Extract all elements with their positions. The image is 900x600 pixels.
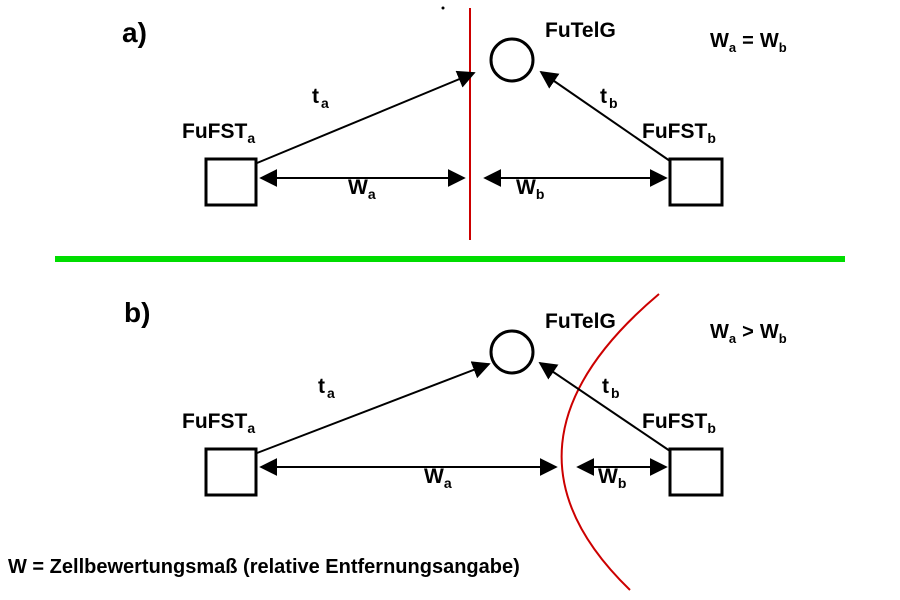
link-arrow-ta-b xyxy=(256,361,491,454)
dist-right-b-base: W xyxy=(598,465,618,488)
time-left-b-base: t xyxy=(318,375,325,398)
station-right-a-sub: b xyxy=(707,130,716,146)
link-arrow-ta-a xyxy=(256,70,476,164)
station-left-a-sub: a xyxy=(247,130,255,146)
relation-b-rhs-sub: b xyxy=(779,331,787,346)
time-left-a-sub: a xyxy=(321,95,329,111)
cell-boundary-curve-b xyxy=(560,293,660,591)
dist-right-a-sub: b xyxy=(536,186,545,202)
dist-left-a-sub: a xyxy=(368,186,376,202)
station-left-label-b: FuFSTa xyxy=(182,410,255,436)
time-right-b-sub: b xyxy=(611,385,620,401)
relation-b-lhs-base: W xyxy=(710,321,729,343)
station-left-b-base: FuFST xyxy=(182,410,247,433)
dist-right-label-a: Wb xyxy=(516,176,544,202)
dist-left-label-a: Wa xyxy=(348,176,376,202)
base-station-right-box-a xyxy=(668,157,724,207)
mobile-label-b: FuTelG xyxy=(545,310,616,333)
mobile-label-a: FuTelG xyxy=(545,19,616,42)
mobile-label-b-text: FuTelG xyxy=(545,310,616,333)
station-left-b-sub: a xyxy=(247,420,255,436)
dist-right-b-sub: b xyxy=(618,475,627,491)
base-station-left-box-a xyxy=(204,157,258,207)
link-arrow-tb-a xyxy=(539,70,671,162)
station-left-a-base: FuFST xyxy=(182,120,247,143)
station-left-label-a: FuFSTa xyxy=(182,120,255,146)
time-right-b-base: t xyxy=(602,375,609,398)
time-right-a-base: t xyxy=(600,85,607,108)
dist-left-label-b: Wa xyxy=(424,465,452,491)
time-right-a-sub: b xyxy=(609,95,618,111)
relation-label-a: Wa = Wb xyxy=(710,30,787,55)
relation-a-rhs-sub: b xyxy=(779,40,787,55)
relation-b-op: > xyxy=(742,321,754,343)
base-station-left-box-b xyxy=(204,447,258,497)
relation-a-rhs-base: W xyxy=(760,30,779,52)
station-right-a-base: FuFST xyxy=(642,120,707,143)
dist-right-label-b: Wb xyxy=(598,465,626,491)
relation-a-op: = xyxy=(742,30,754,52)
mobile-label-a-text: FuTelG xyxy=(545,19,616,42)
section-label-b: b) xyxy=(124,297,150,328)
time-left-a-base: t xyxy=(312,85,319,108)
section-divider xyxy=(55,256,845,262)
relation-label-b: Wa > Wb xyxy=(710,321,787,346)
section-label-a-text: a) xyxy=(122,17,147,48)
mobile-circle-a xyxy=(489,37,535,83)
base-station-right-box-b xyxy=(668,447,724,497)
station-right-b-base: FuFST xyxy=(642,410,707,433)
legend-caption: W = Zellbewertungsmaß (relative Entfernu… xyxy=(8,556,520,578)
station-right-label-a: FuFSTb xyxy=(642,120,716,146)
relation-a-lhs-sub: a xyxy=(729,40,737,55)
link-arrow-tb-b xyxy=(538,361,671,452)
time-left-b-sub: a xyxy=(327,385,335,401)
station-right-b-sub: b xyxy=(707,420,716,436)
dist-left-a-base: W xyxy=(348,176,368,199)
section-label-b-text: b) xyxy=(124,297,150,328)
relation-b-rhs-base: W xyxy=(760,321,779,343)
mobile-circle-b xyxy=(489,329,535,375)
section-label-a: a) xyxy=(122,17,147,48)
stray-dot xyxy=(441,6,445,10)
relation-a-lhs-base: W xyxy=(710,30,729,52)
dist-left-b-sub: a xyxy=(444,475,452,491)
station-right-label-b: FuFSTb xyxy=(642,410,716,436)
relation-b-lhs-sub: a xyxy=(729,331,737,346)
dist-left-b-base: W xyxy=(424,465,444,488)
legend-caption-text: W = Zellbewertungsmaß (relative Entfernu… xyxy=(8,556,520,578)
dist-right-a-base: W xyxy=(516,176,536,199)
